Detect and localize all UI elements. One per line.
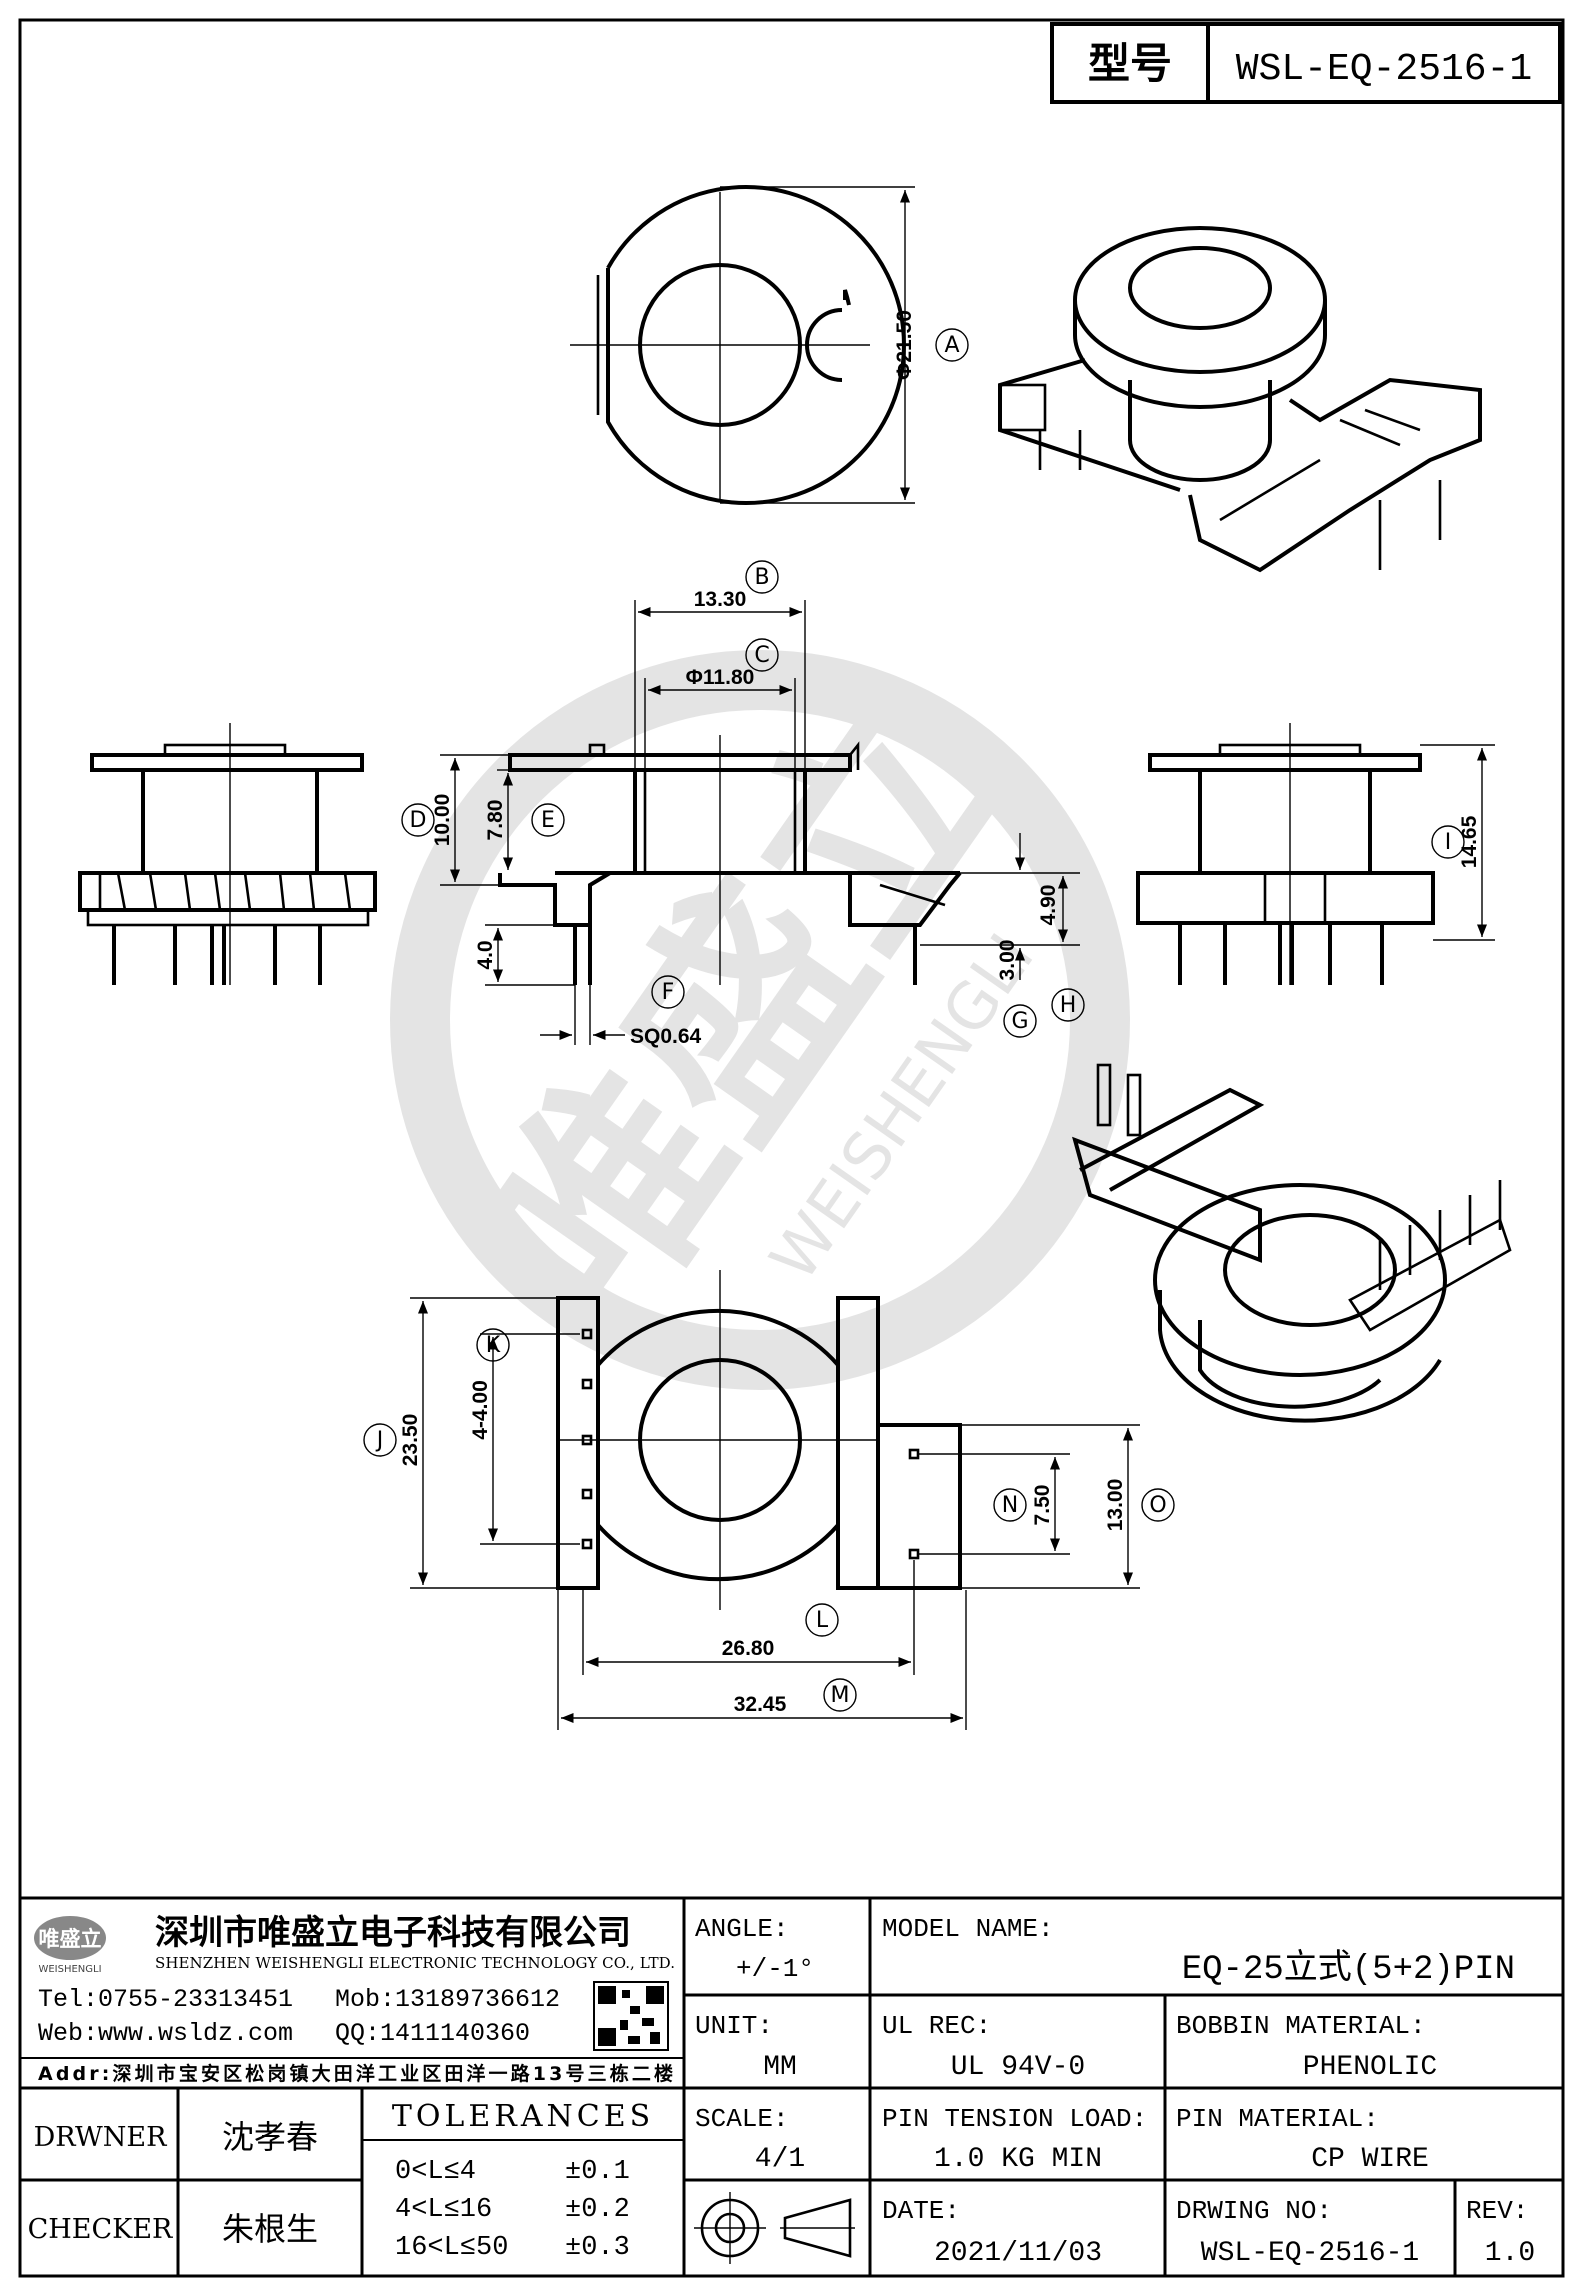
front-view: 13.30 B Φ11.80 C 10.00 D 7.80 E 4.0 SQ0.… xyxy=(401,560,1085,1048)
balloon-f: F xyxy=(662,980,675,1005)
bobbin-material-value: PHENOLIC xyxy=(1303,2052,1437,2083)
dim-32-45: 32.45 xyxy=(734,1693,787,1716)
date-value: 2021/11/03 xyxy=(934,2238,1102,2269)
drwing-no-label: DRWING NO: xyxy=(1176,2196,1332,2226)
mob-text: Mob:13189736612 xyxy=(335,1985,560,2014)
address-text: Addr:深圳市宝安区松岗镇大田洋工业区田洋一路13号三栋二楼 xyxy=(38,2062,673,2085)
drwing-no-value: WSL-EQ-2516-1 xyxy=(1201,2238,1419,2269)
dim-4-0: 4.0 xyxy=(474,940,497,969)
tol-value-1: ±0.1 xyxy=(565,2157,630,2187)
header-model-box: 型号 WSL-EQ-2516-1 xyxy=(1050,22,1562,104)
rev-value: 1.0 xyxy=(1485,2238,1535,2269)
logo-sub: WEISHENGLI xyxy=(38,1964,101,1975)
checker-label: CHECKER xyxy=(28,2214,173,2245)
company-name-en: SHENZHEN WEISHENGLI ELECTRONIC TECHNOLOG… xyxy=(155,1954,675,1972)
bottom-view: 23.50 J 4-4.00 K 7.50 N 13.00 O 26.80 L xyxy=(363,1270,1175,1730)
balloon-b: B xyxy=(754,565,769,590)
dim-13-00: 13.00 xyxy=(1104,1479,1127,1532)
pin-tension-value: 1.0 KG MIN xyxy=(934,2144,1102,2175)
ul-rec-label: UL REC: xyxy=(882,2011,991,2041)
balloon-c: C xyxy=(754,643,769,668)
balloon-i: I xyxy=(1445,830,1452,855)
balloon-j: J xyxy=(375,1428,384,1453)
angle-value: +/-1° xyxy=(736,1954,814,1984)
projection-symbol xyxy=(694,2192,855,2264)
scale-label: SCALE: xyxy=(695,2104,789,2134)
dim-10-00: 10.00 xyxy=(431,794,454,847)
pin-material-label: PIN MATERIAL: xyxy=(1176,2104,1379,2134)
header-model-value: WSL-EQ-2516-1 xyxy=(1236,48,1532,91)
balloon-l: L xyxy=(816,1608,829,1633)
dim-sq-0-64: SQ0.64 xyxy=(630,1025,702,1048)
iso-view-1 xyxy=(998,226,1482,573)
dim-7-50: 7.50 xyxy=(1031,1485,1054,1526)
pin-tension-label: PIN TENSION LOAD: xyxy=(882,2104,1147,2134)
tol-value-3: ±0.3 xyxy=(565,2233,630,2263)
unit-label: UNIT: xyxy=(695,2011,773,2041)
dim-11-80: Φ11.80 xyxy=(686,666,755,689)
sheet-border xyxy=(18,18,1565,2278)
dim-21-50: Φ21.50 xyxy=(893,310,916,380)
ul-rec-value: UL 94V-0 xyxy=(951,2052,1085,2083)
tol-range-2: 4<L≤16 xyxy=(395,2195,492,2225)
balloon-a: A xyxy=(944,333,959,358)
balloon-m: M xyxy=(831,1683,850,1708)
tol-value-2: ±0.2 xyxy=(565,2195,630,2225)
tel-text: Tel:0755-23313451 xyxy=(38,1985,293,2014)
balloon-d: D xyxy=(410,808,427,833)
drwner-label: DRWNER xyxy=(34,2122,167,2153)
dim-14-65: 14.65 xyxy=(1458,815,1481,868)
tolerances-title: TOLERANCES xyxy=(392,2099,654,2134)
tol-range-3: 16<L≤50 xyxy=(395,2233,508,2263)
dim-13-30: 13.30 xyxy=(694,588,747,611)
dim-26-80: 26.80 xyxy=(722,1637,775,1660)
header-model-label: 型号 xyxy=(1088,39,1172,88)
scale-value: 4/1 xyxy=(755,2144,805,2175)
model-name-label: MODEL NAME: xyxy=(882,1914,1054,1944)
dim-3-00: 3.00 xyxy=(996,940,1019,981)
company-logo: 唯盛立 WEISHENGLI xyxy=(34,1916,106,1975)
model-name-value: EQ-25立式(5+2)PIN xyxy=(1182,1948,1515,1989)
rev-label: REV: xyxy=(1466,2196,1528,2226)
balloon-k: K xyxy=(486,1333,501,1358)
balloon-h: H xyxy=(1060,993,1077,1018)
balloon-g: G xyxy=(1011,1009,1028,1034)
drwner-value: 沈孝春 xyxy=(222,2118,318,2156)
date-label: DATE: xyxy=(882,2196,960,2226)
web-text: Web:www.wsldz.com xyxy=(38,2019,293,2048)
balloon-o: O xyxy=(1149,1493,1166,1518)
angle-label: ANGLE: xyxy=(695,1914,789,1944)
logo-text: 唯盛立 xyxy=(39,1927,102,1951)
top-view: Φ21.50 A xyxy=(570,185,969,505)
dim-23-50: 23.50 xyxy=(399,1414,422,1467)
dim-4-90: 4.90 xyxy=(1037,885,1060,926)
balloon-n: N xyxy=(1002,1493,1018,1518)
dim-7-80: 7.80 xyxy=(484,800,507,841)
right-side-view: 14.65 I xyxy=(1136,723,1495,985)
left-side-view xyxy=(78,723,377,985)
watermark: 唯盛立 WEISHENGLI xyxy=(390,650,1130,1390)
company-name-cn: 深圳市唯盛立电子科技有限公司 xyxy=(155,1913,631,1953)
tol-range-1: 0<L≤4 xyxy=(395,2157,476,2187)
balloon-e: E xyxy=(541,808,555,833)
pin-material-value: CP WIRE xyxy=(1311,2144,1429,2175)
qr-code xyxy=(593,1981,669,2051)
qq-text: QQ:1411140360 xyxy=(335,2019,530,2048)
checker-value: 朱根生 xyxy=(222,2210,318,2248)
bobbin-material-label: BOBBIN MATERIAL: xyxy=(1176,2011,1426,2041)
title-block: 唯盛立 WEISHENGLI 深圳市唯盛立电子科技有限公司 SHENZHEN W… xyxy=(20,1896,1563,2276)
iso-view-2 xyxy=(1072,1063,1512,1423)
dim-4x4-00: 4-4.00 xyxy=(469,1380,492,1440)
unit-value: MM xyxy=(763,2052,797,2083)
